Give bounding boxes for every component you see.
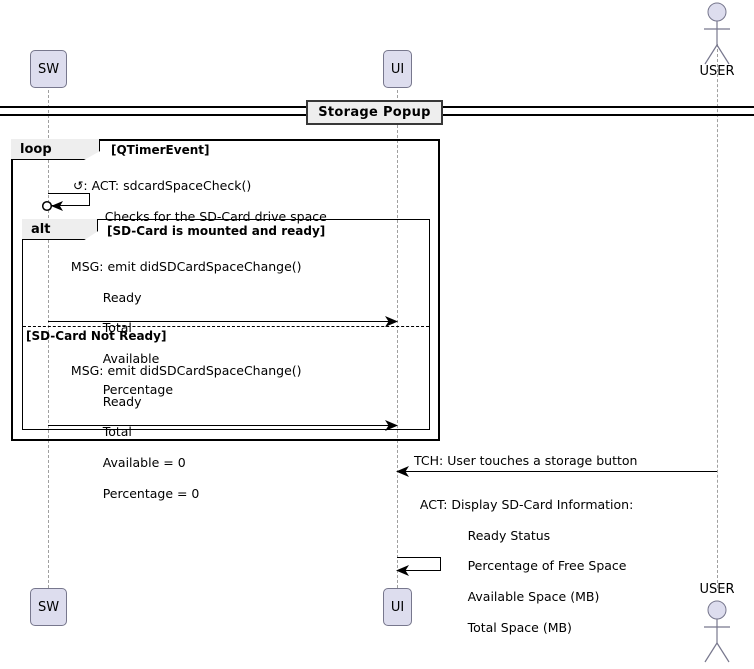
participant-ui-top[interactable]: UI [383, 50, 412, 88]
message-display-sdcard-info-line-5: Total Space (MB) [419, 619, 572, 635]
message-display-sdcard-info-line-2: Ready Status [419, 527, 551, 543]
message-emit-not-ready-line-1: MSG: emit didSDCardSpaceChange() [70, 363, 302, 379]
message-emit-ready-arrow [48, 321, 397, 322]
participant-sw-bottom[interactable]: SW [30, 588, 67, 626]
alt-frame-tab-label: alt [31, 221, 51, 237]
message-user-touch-arrowhead-icon [396, 466, 409, 477]
message-emit-not-ready-line-4: Available = 0 [70, 455, 186, 471]
selfcall-sw-bracket [48, 193, 90, 206]
participant-user-top[interactable]: USER [697, 2, 737, 82]
lifeline-sw [48, 90, 49, 588]
participant-user-bottom-label: USER [699, 582, 735, 597]
participant-sw-top[interactable]: SW [30, 50, 67, 88]
loop-frame-tab-label: loop [20, 141, 52, 157]
participant-ui-top-label: UI [390, 61, 405, 77]
selfcall-ui-bracket [397, 557, 441, 571]
divider-storage-popup: Storage Popup [306, 100, 443, 125]
message-emit-ready-line-1: MSG: emit didSDCardSpaceChange() [70, 259, 302, 275]
participant-ui-bottom-label: UI [390, 599, 405, 615]
message-emit-not-ready-line-2: Ready [70, 393, 142, 409]
lifeline-ui [397, 90, 398, 588]
message-emit-ready-line-4: Available [70, 351, 160, 367]
participant-sw-top-label: SW [37, 61, 60, 77]
alt-frame-condition: [SD-Card is mounted and ready] [107, 224, 326, 238]
message-emit-not-ready-line-5: Percentage = 0 [70, 485, 200, 501]
message-emit-ready-line-5: Percentage [70, 381, 174, 397]
alt-frame-tab: alt [22, 219, 98, 240]
participant-sw-bottom-label: SW [37, 599, 60, 615]
message-display-sdcard-info-text: ACT: Display SD-Card Information: Ready … [404, 482, 633, 650]
alt-frame [22, 219, 430, 430]
message-emit-ready-line-2: Ready [70, 289, 142, 305]
message-user-touch-arrow [397, 471, 717, 472]
participant-ui-bottom[interactable]: UI [383, 588, 412, 626]
message-emit-not-ready-arrowhead-icon [385, 420, 398, 431]
message-emit-not-ready-arrow [48, 425, 397, 426]
loop-frame-tab: loop [11, 139, 100, 160]
divider-label: Storage Popup [318, 105, 431, 120]
message-display-sdcard-info-line-1: ACT: Display SD-Card Information: [419, 497, 634, 513]
message-emit-ready-line-3: Total [70, 320, 132, 336]
message-emit-not-ready-line-3: Total [70, 424, 132, 440]
message-display-sdcard-info-line-3: Percentage of Free Space [419, 558, 627, 574]
message-emit-ready-arrowhead-icon [385, 316, 398, 327]
alt-frame-else-condition: [SD-Card Not Ready] [26, 329, 167, 343]
actor-figure-bottom-icon [704, 600, 730, 663]
participant-user-top-label: USER [699, 64, 735, 79]
selfcall-ui-arrowhead-icon [396, 565, 409, 576]
message-sdcard-space-check-line-2: Checks for the SD-Card drive space [72, 208, 327, 224]
message-sdcard-space-check-line-1: ↺: ACT: sdcardSpaceCheck() [72, 178, 252, 194]
message-emit-ready-text: MSG: emit didSDCardSpaceChange() Ready T… [55, 244, 302, 412]
participant-user-bottom[interactable]: USER [697, 582, 737, 669]
loop-frame-condition: [QTimerEvent] [111, 143, 210, 157]
selfcall-sw-arrowhead-icon [41, 200, 63, 212]
message-emit-not-ready-text: MSG: emit didSDCardSpaceChange() Ready T… [55, 348, 302, 516]
message-sdcard-space-check-text: ↺: ACT: sdcardSpaceCheck() Checks for th… [57, 163, 327, 239]
lifeline-user [717, 44, 718, 588]
alt-frame-separator [23, 326, 429, 327]
message-user-touch-text: TCH: User touches a storage button [414, 453, 638, 468]
actor-figure-icon [704, 2, 730, 65]
loop-frame [11, 139, 440, 441]
message-display-sdcard-info-line-4: Available Space (MB) [419, 589, 600, 605]
